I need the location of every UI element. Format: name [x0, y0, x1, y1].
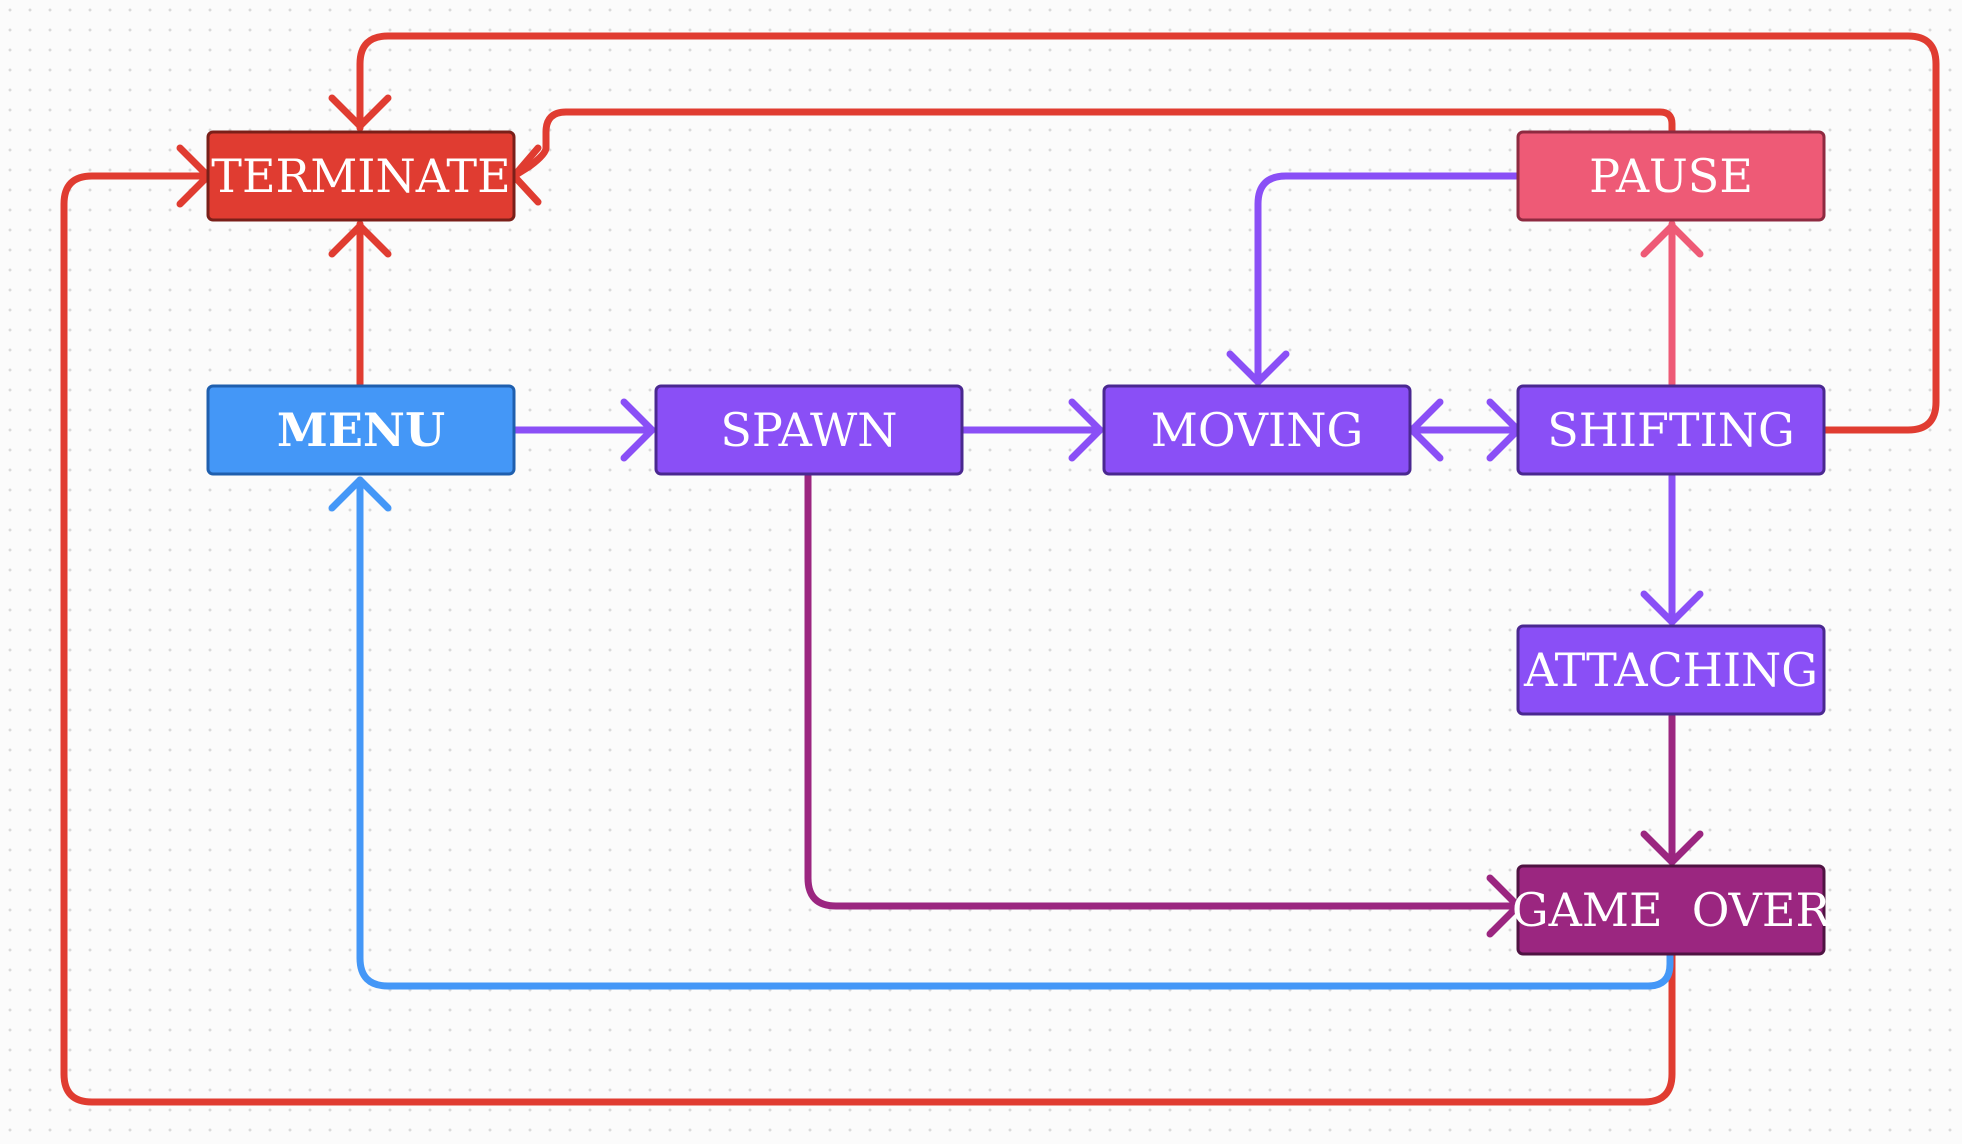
edge-pause-to-terminate: [510, 108, 1676, 206]
edge-shifting-to-attaching: [1640, 472, 1704, 626]
node-game-over[interactable]: GAME OVER: [1512, 864, 1832, 956]
node-menu[interactable]: MENU: [206, 384, 516, 476]
node-shifting[interactable]: SHIFTING: [1516, 384, 1826, 476]
edge-pause-to-moving: [1226, 172, 1522, 386]
edge-attaching-to-gameover: [1640, 712, 1704, 866]
node-attaching-label: ATTACHING: [1523, 643, 1818, 697]
node-menu-label: MENU: [277, 403, 445, 457]
node-shifting-label: SHIFTING: [1547, 403, 1795, 457]
node-moving-label: MOVING: [1151, 403, 1363, 457]
node-pause[interactable]: PAUSE: [1516, 130, 1826, 222]
edge-shifting-to-pause: [1640, 220, 1704, 388]
edge-gameover-to-terminate: [60, 144, 1676, 1106]
edge-spawn-to-moving: [958, 398, 1104, 462]
node-terminate-label: TERMINATE: [211, 149, 510, 203]
edge-spawn-to-gameover: [804, 472, 1522, 938]
edge-menu-to-terminate: [328, 220, 392, 388]
edge-moving-shifting: [1408, 398, 1522, 462]
edge-menu-to-spawn: [510, 398, 656, 462]
node-spawn[interactable]: SPAWN: [654, 384, 964, 476]
node-attaching[interactable]: ATTACHING: [1516, 624, 1826, 716]
node-pause-label: PAUSE: [1589, 149, 1753, 203]
node-spawn-label: SPAWN: [720, 403, 897, 457]
edge-gameover-to-menu: [328, 476, 1674, 990]
edge-shifting-to-terminate: [328, 32, 1940, 434]
node-moving[interactable]: MOVING: [1102, 384, 1412, 476]
node-terminate[interactable]: TERMINATE: [206, 130, 516, 222]
node-game-over-label: GAME OVER: [1512, 883, 1832, 937]
